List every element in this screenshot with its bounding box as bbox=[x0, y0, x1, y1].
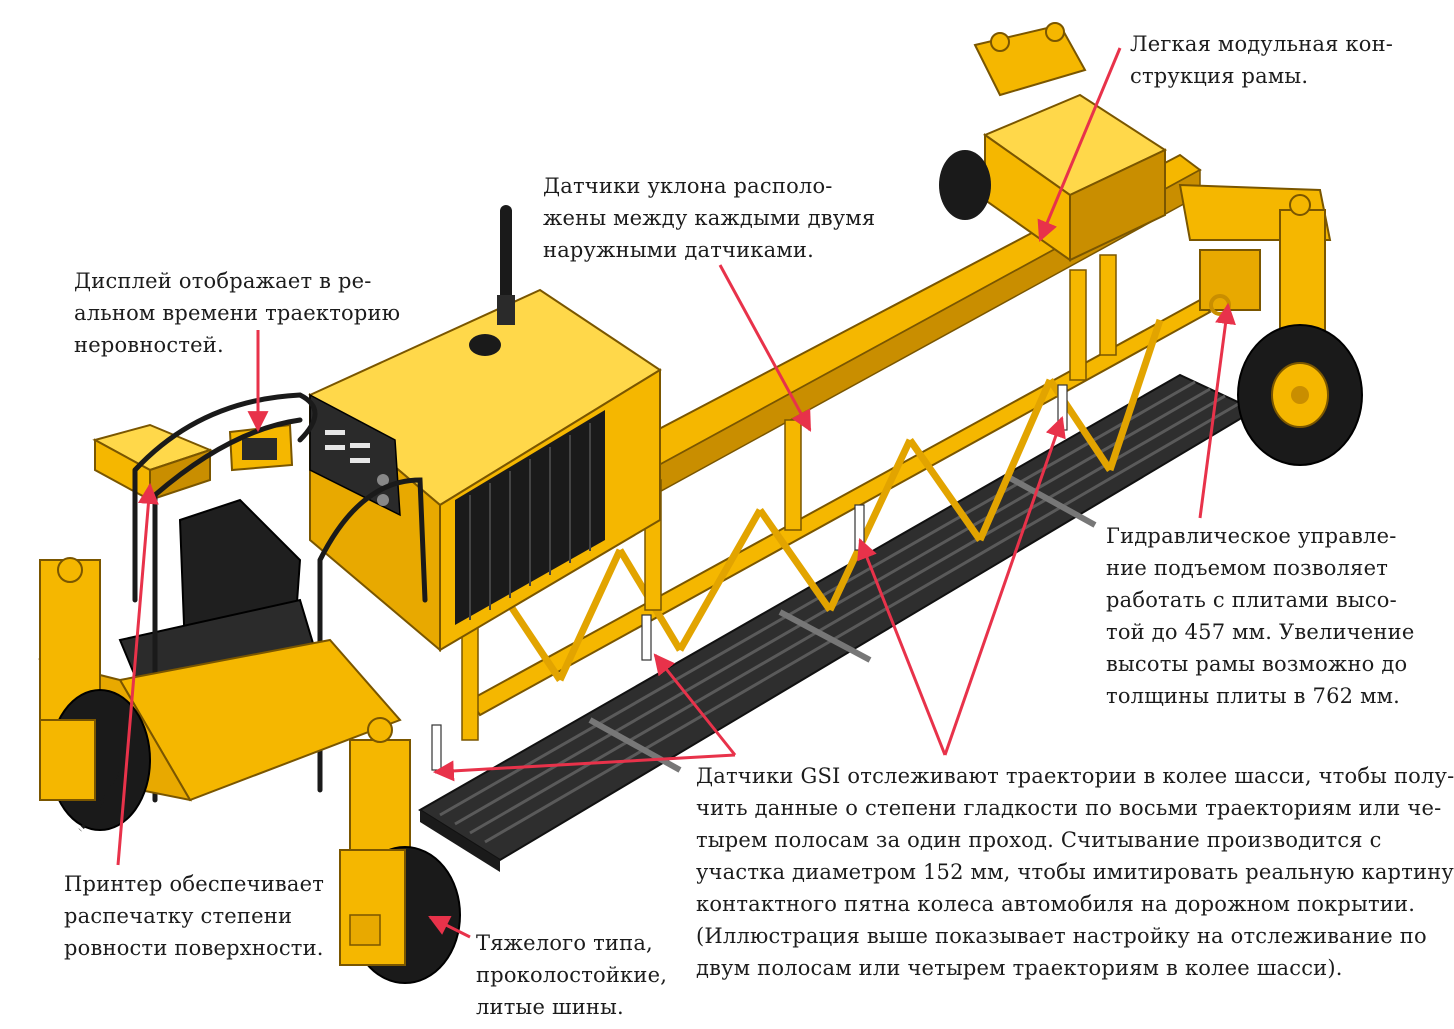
pointer-hydraulic bbox=[1198, 302, 1236, 519]
slope-sensors-label-line: жены между каждыми двумя bbox=[543, 206, 876, 230]
display-label-line: неровностей. bbox=[74, 333, 224, 357]
gsi-sensors-label-line: чить данные о степени гладкости по восьм… bbox=[696, 796, 1442, 820]
frame-label: Легкая модульная кон- струкция рамы. bbox=[1130, 28, 1393, 92]
gsi-sensors-label: Датчики GSI отслеживают траектории в кол… bbox=[696, 760, 1454, 984]
gsi-sensors-label-line: (Иллюстрация выше показывает настройку н… bbox=[696, 924, 1427, 948]
hydraulic-label-line: работать с плитами высо- bbox=[1106, 588, 1397, 612]
printer-label-line: распечатку степени bbox=[64, 904, 293, 928]
hydraulic-label-line: толщины плиты в 762 мм. bbox=[1106, 684, 1401, 708]
tires-label-line: литые шины. bbox=[476, 995, 624, 1019]
tires-label-line: Тяжелого типа, bbox=[476, 931, 653, 955]
hydraulic-label-line: той до 457 мм. Увеличение bbox=[1106, 620, 1415, 644]
tires-label: Тяжелого типа, проколостойкие, литые шин… bbox=[476, 927, 667, 1023]
printer-label-line: ровности поверхности. bbox=[64, 936, 324, 960]
pointer-printer bbox=[116, 482, 159, 866]
printer-unit bbox=[92, 423, 213, 502]
hydraulic-label: Гидравлическое управле- ние подъемом поз… bbox=[1106, 520, 1414, 712]
pointer-gsi-1 bbox=[653, 653, 737, 756]
printer-label: Принтер обеспечивает распечатку степени … bbox=[64, 868, 324, 964]
hydraulic-label-line: высоты рамы возможно до bbox=[1106, 652, 1408, 676]
display-label-line: Дисплей отображает в ре- bbox=[74, 269, 372, 293]
front-right-wheel bbox=[339, 846, 461, 984]
hydraulic-label-line: ние подъемом позволяет bbox=[1106, 556, 1389, 580]
annotation-pointers bbox=[116, 47, 1236, 939]
hydraulic-lift bbox=[1178, 183, 1332, 331]
pointer-gsi-3 bbox=[857, 538, 947, 756]
control-panel bbox=[309, 393, 401, 517]
frame-label-line: струкция рамы. bbox=[1130, 64, 1309, 88]
pointer-tires bbox=[428, 915, 471, 939]
printer-label-line: Принтер обеспечивает bbox=[64, 872, 325, 896]
pointer-frame bbox=[1037, 47, 1122, 242]
hydraulic-label-line: Гидравлическое управле- bbox=[1106, 524, 1397, 548]
gsi-sensors-label-line: участка диаметром 152 мм, чтобы имитиров… bbox=[696, 860, 1454, 884]
slope-sensors-label-line: Датчики уклона располо- bbox=[543, 174, 833, 198]
frame-label-line: Легкая модульная кон- bbox=[1130, 32, 1394, 56]
gsi-sensors-label-line: тырем полосам за один проход. Считывание… bbox=[696, 828, 1382, 852]
display-label: Дисплей отображает в ре- альном времени … bbox=[74, 265, 400, 361]
gsi-sensors-label-line: двум полосам или четырем траекториям в к… bbox=[696, 956, 1343, 980]
pointer-slope bbox=[718, 264, 812, 432]
gsi-sensors-label-line: Датчики GSI отслеживают траектории в кол… bbox=[696, 764, 1454, 788]
pointer-gsi-2 bbox=[432, 753, 736, 782]
slope-sensors-label-line: наружными датчиками. bbox=[543, 238, 814, 262]
rear-left-wheel bbox=[939, 150, 991, 220]
gsi-sensors-label-line: контактного пятна колеса автомобиля на д… bbox=[696, 892, 1416, 916]
chain-cable bbox=[78, 769, 122, 832]
pointer-gsi-4 bbox=[943, 416, 1066, 756]
slope-sensors-label: Датчики уклона располо- жены между кажды… bbox=[543, 170, 875, 266]
rear-right-wheel bbox=[1237, 324, 1363, 466]
display-label-line: альном времени траекторию bbox=[74, 301, 401, 325]
tires-label-line: проколостойкие, bbox=[476, 963, 668, 987]
